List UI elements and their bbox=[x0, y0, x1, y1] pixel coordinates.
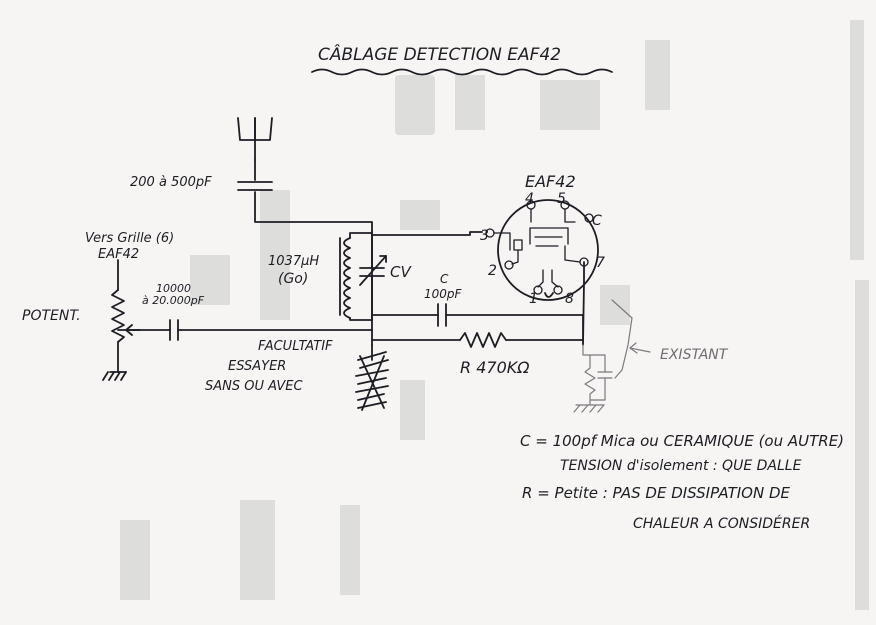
input-capacitor bbox=[237, 159, 373, 233]
capacitor-c bbox=[371, 303, 584, 327]
capacitor-c-name-label: C bbox=[440, 272, 449, 286]
resistor-label: R 470KΩ bbox=[460, 358, 530, 377]
pin-2-label: 2 bbox=[488, 263, 497, 279]
grid-label-line1: Vers Grille (6) bbox=[85, 231, 174, 246]
pin-4-label: 4 bbox=[525, 191, 534, 207]
wire-pin-7-to-existing bbox=[582, 261, 585, 346]
pin-8-label: 8 bbox=[565, 291, 574, 307]
pin-c-label: C bbox=[592, 213, 602, 229]
wire-to-pin-3 bbox=[371, 231, 483, 236]
potentiometer bbox=[102, 259, 141, 381]
pin-1-8-link bbox=[544, 292, 554, 298]
pin-3-label: 3 bbox=[480, 228, 489, 244]
capacitor-c-value-label: 100pF bbox=[424, 287, 463, 301]
coil-value-label: 1037µH bbox=[268, 254, 319, 269]
optional-label-line2: ESSAYER bbox=[228, 359, 286, 374]
optional-label-line3: SANS OU AVEC bbox=[205, 379, 303, 394]
coil-band-label: (Go) bbox=[278, 271, 308, 287]
pin-5-label: 5 bbox=[557, 191, 566, 207]
antenna-symbol bbox=[237, 117, 273, 161]
tube-eaf42 bbox=[485, 199, 599, 301]
grid-label-line2: EAF42 bbox=[98, 247, 139, 262]
show-through-print bbox=[120, 20, 869, 610]
coil-inductor bbox=[339, 232, 373, 321]
potentiometer-label: POTENT. bbox=[22, 308, 81, 324]
coupling-capacitor-line1: 10000 bbox=[156, 282, 191, 295]
variable-capacitor-cv bbox=[359, 231, 387, 321]
diagram-title: CÂBLAGE DETECTION EAF42 bbox=[318, 43, 561, 65]
existing-network bbox=[573, 299, 651, 413]
title-underline bbox=[311, 68, 613, 76]
note-r-line1: R = Petite : PAS DE DISSIPATION DE bbox=[522, 484, 791, 502]
pin-7-label: 7 bbox=[596, 255, 605, 271]
note-c-line1: C = 100pf Mica ou CERAMIQUE (ou AUTRE) bbox=[520, 432, 844, 450]
input-capacitor-label: 200 à 500pF bbox=[130, 175, 212, 190]
coupling-capacitor bbox=[117, 319, 373, 341]
optional-label-line1: FACULTATIF bbox=[258, 339, 333, 354]
note-r-line2: CHALEUR A CONSIDÉRER bbox=[633, 515, 810, 532]
coupling-capacitor-line2: à 20.000pF bbox=[142, 294, 205, 307]
existing-label: EXISTANT bbox=[660, 347, 729, 363]
note-c-line2: TENSION d'isolement : QUE DALLE bbox=[560, 458, 802, 474]
variable-capacitor-label: CV bbox=[390, 263, 412, 281]
pin-1-label: 1 bbox=[529, 291, 538, 307]
optional-element bbox=[355, 344, 389, 411]
resistor-r bbox=[371, 332, 584, 348]
tube-name-label: EAF42 bbox=[525, 172, 576, 191]
